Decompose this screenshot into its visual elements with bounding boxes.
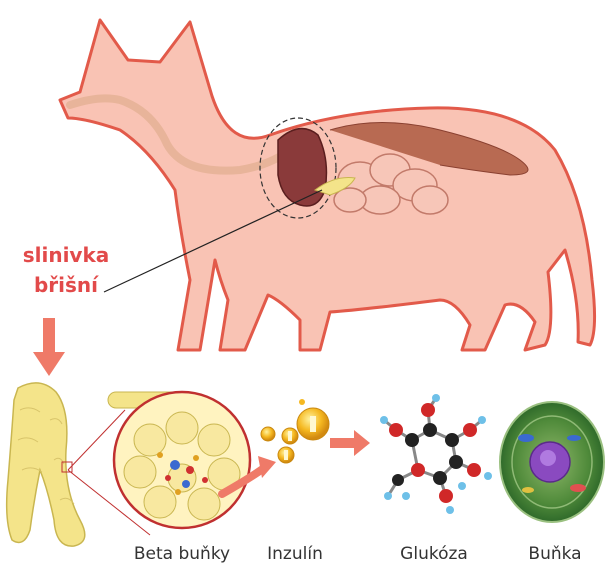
right-arrow-icon — [330, 430, 370, 456]
caption-insulin: Inzulín — [267, 544, 323, 564]
insulin-icon — [261, 399, 329, 463]
down-arrow-icon — [33, 318, 65, 376]
pancreas-label: slinivka břišní — [6, 240, 126, 300]
cell-icon — [500, 402, 604, 522]
pancreas-label-line1: slinivka — [6, 240, 126, 270]
beta-cells-icon — [108, 392, 250, 528]
caption-beta-cells: Beta buňky — [134, 544, 230, 564]
caption-glucose: Glukóza — [400, 544, 468, 564]
caption-cell: Buňka — [528, 544, 581, 564]
pancreas-label-line2: břišní — [6, 270, 126, 300]
glucose-molecule-icon — [380, 394, 492, 514]
cat-silhouette — [60, 20, 595, 350]
